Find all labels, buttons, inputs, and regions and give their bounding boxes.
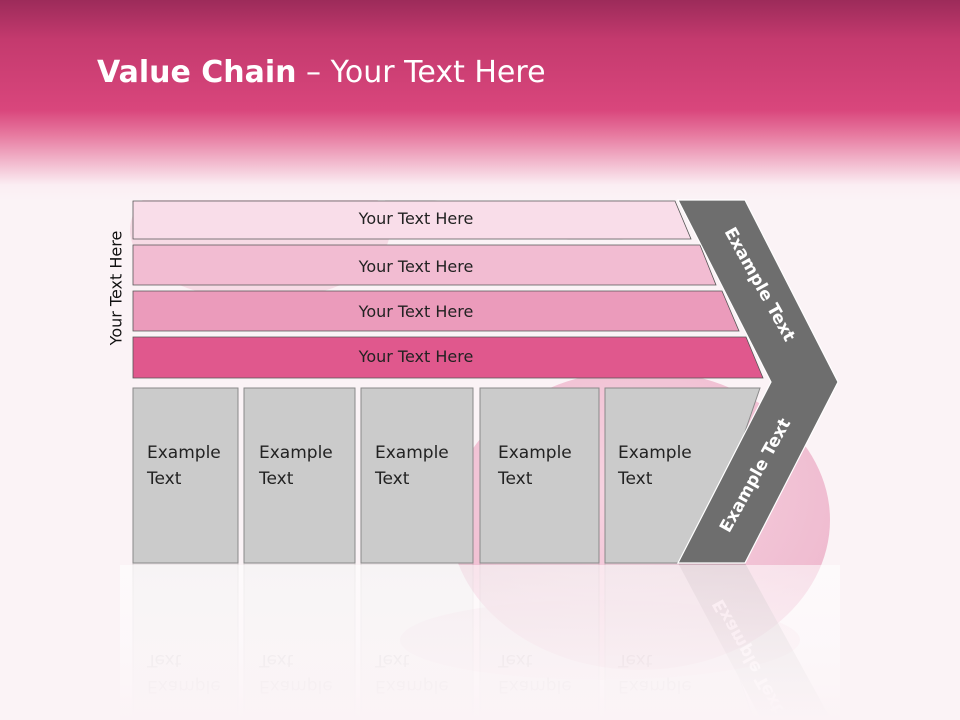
- box-1-line-2: Text: [146, 469, 182, 489]
- box-3-line-1: Example: [375, 443, 449, 463]
- chevron-arrow[interactable]: [677, 199, 839, 564]
- bar-4[interactable]: [132, 336, 764, 379]
- bar-3[interactable]: [132, 290, 740, 332]
- bar-1[interactable]: [132, 200, 692, 240]
- bar-2-label: Your Text Here: [358, 257, 474, 276]
- bar-3-label: Your Text Here: [358, 302, 474, 321]
- activity-box-2[interactable]: [243, 387, 356, 564]
- header-band: [0, 0, 960, 200]
- title-bold: Value Chain: [97, 55, 297, 90]
- bar-2[interactable]: [132, 244, 717, 286]
- box-3-line-2: Text: [374, 469, 410, 489]
- activity-boxes: Example Text Example Text Example Text E…: [132, 387, 761, 564]
- box-2-line-2: Text: [258, 469, 294, 489]
- bars: Your Text Here Your Text Here Your Text …: [132, 200, 764, 379]
- reflection-fade: [120, 565, 840, 720]
- box-4-line-2: Text: [497, 469, 533, 489]
- activity-box-4[interactable]: [479, 387, 600, 564]
- box-1-line-1: Example: [147, 443, 221, 463]
- box-5-line-2: Text: [617, 469, 653, 489]
- activity-box-1[interactable]: [132, 387, 239, 564]
- box-4-line-1: Example: [498, 443, 572, 463]
- activity-box-3[interactable]: [360, 387, 474, 564]
- box-2-line-1: Example: [259, 443, 333, 463]
- bar-1-label: Your Text Here: [358, 209, 474, 228]
- box-5-line-1: Example: [618, 443, 692, 463]
- title-rest: – Your Text Here: [296, 55, 546, 90]
- bar-4-label: Your Text Here: [358, 347, 474, 366]
- page-title: Value Chain – Your Text Here: [97, 55, 546, 90]
